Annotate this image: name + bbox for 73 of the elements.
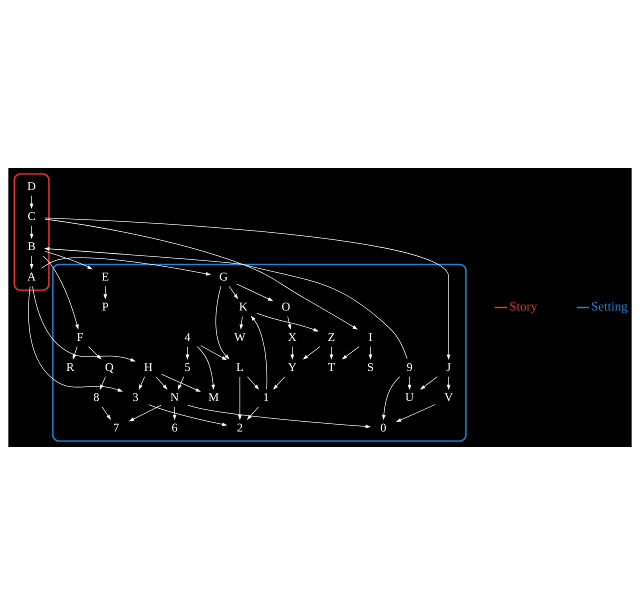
node-text: 0 xyxy=(380,420,386,434)
arrow xyxy=(396,404,436,422)
arrow xyxy=(287,316,292,330)
arrow xyxy=(408,376,412,390)
node-text: A xyxy=(27,268,36,283)
node-text: 5 xyxy=(184,359,190,374)
arrow xyxy=(250,315,268,389)
node-text: L xyxy=(236,359,244,374)
arrow xyxy=(273,376,286,390)
arrow xyxy=(102,406,111,420)
node-text: 8 xyxy=(93,390,100,404)
arrow xyxy=(256,312,319,331)
arrow xyxy=(156,376,168,390)
node-text: O xyxy=(282,299,290,314)
node-text: M xyxy=(208,390,219,404)
node-text: F xyxy=(76,329,84,344)
node-text: C xyxy=(28,208,36,223)
node-text: T xyxy=(328,359,336,374)
node-text: H xyxy=(144,359,153,374)
arrow xyxy=(240,316,244,330)
arrow xyxy=(382,376,400,420)
node-text: Z xyxy=(328,329,336,344)
node-text: K xyxy=(239,299,248,314)
arrow xyxy=(238,376,242,420)
arrow xyxy=(188,404,371,428)
node-text: U xyxy=(405,390,414,404)
arrow xyxy=(236,283,274,301)
arrow xyxy=(342,346,360,360)
node-text: Y xyxy=(288,359,297,374)
node-text: B xyxy=(28,238,36,253)
node-text: Q xyxy=(104,359,114,374)
arrow xyxy=(72,346,78,360)
arrow xyxy=(44,218,358,330)
arrow xyxy=(161,374,201,392)
node-text: I xyxy=(368,329,372,344)
arrow xyxy=(148,404,228,426)
arrow xyxy=(138,376,145,390)
arrow xyxy=(200,344,228,360)
arrow xyxy=(302,346,320,360)
arrow xyxy=(368,346,372,360)
arrow xyxy=(420,376,438,390)
node-text: R xyxy=(66,359,74,374)
arrow xyxy=(42,255,79,330)
arrow xyxy=(186,346,190,360)
arrow xyxy=(246,406,259,420)
legend-label: Story xyxy=(509,299,538,314)
node-text: V xyxy=(444,390,453,404)
arrow xyxy=(128,404,162,421)
node-text: 4 xyxy=(184,329,190,344)
node-text: 3 xyxy=(132,390,138,404)
node-text: X xyxy=(288,329,297,344)
arrow xyxy=(247,376,260,390)
node-text: D xyxy=(27,178,36,192)
node-text: J xyxy=(446,359,451,374)
node-text: 9 xyxy=(406,359,413,374)
legend-label: Setting xyxy=(591,299,628,314)
arrow xyxy=(44,250,93,269)
node-text: P xyxy=(102,299,109,314)
node-text: 6 xyxy=(172,420,178,434)
arrow xyxy=(228,285,238,299)
arrow xyxy=(172,406,176,420)
node-text: E xyxy=(102,268,109,283)
arrow xyxy=(197,346,215,390)
node-text: 2 xyxy=(236,420,243,434)
node-text: W xyxy=(234,329,246,344)
node-text: 7 xyxy=(113,420,120,434)
arrow xyxy=(178,376,184,390)
node-text: G xyxy=(219,268,228,283)
node-text: N xyxy=(170,390,179,404)
arrow xyxy=(215,285,230,359)
node-text: S xyxy=(367,359,374,374)
arrow xyxy=(41,256,212,276)
node-text: 1 xyxy=(263,390,270,404)
